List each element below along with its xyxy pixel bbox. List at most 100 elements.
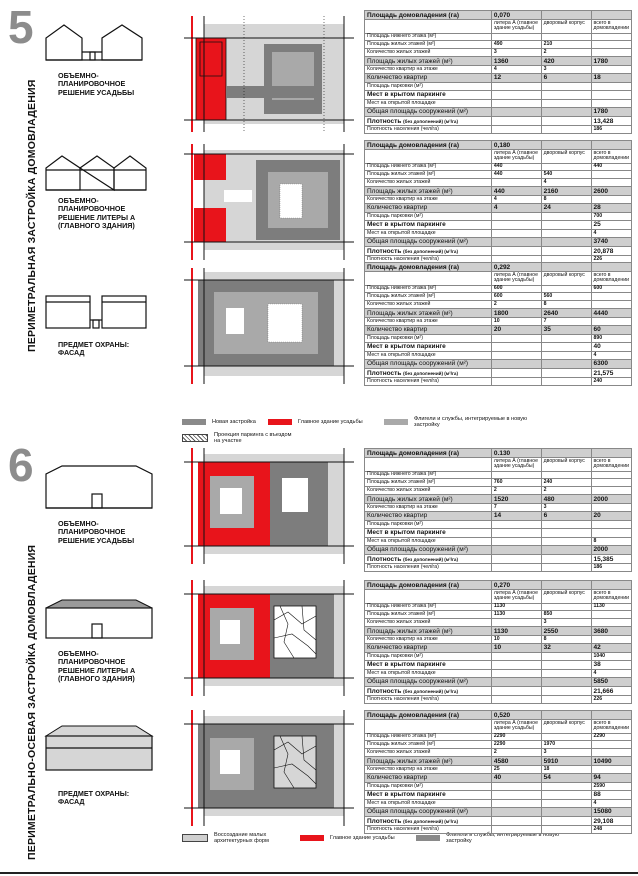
table-cell: Площадь жилых этажей (м²) — [364, 625, 492, 637]
table-cell: всего в домовладении — [590, 19, 633, 34]
table-cell — [540, 367, 592, 379]
table-label: Плотность — [367, 817, 402, 825]
table-cell: 42 — [590, 642, 633, 654]
table-cell: 420 — [540, 55, 592, 67]
table-cell: Мест в крытом паркинге — [364, 659, 492, 671]
table-cell — [490, 106, 542, 118]
table-cell — [590, 40, 633, 50]
table-cell — [590, 635, 633, 644]
table-cell: 3680 — [590, 625, 633, 637]
table-cell: 1130 — [590, 602, 633, 612]
table-cell: 5910 — [540, 755, 592, 767]
table-cell: Количество квартир — [364, 324, 492, 336]
table-cell: Общая площадь сооружений (м²) — [364, 544, 492, 556]
table-cell — [540, 579, 592, 591]
table-cell: Площадь парковки (м²) — [364, 82, 492, 91]
table-cell — [490, 115, 542, 127]
table-cell: 18 — [590, 72, 633, 84]
table-cell — [364, 149, 492, 164]
table-cell: 15,385 — [590, 553, 633, 565]
table-cell: Площадь парковки (м²) — [364, 652, 492, 661]
table-cell: Количество жилых этажей — [364, 486, 492, 495]
table-cell — [490, 537, 542, 546]
table-row: Общая площадь сооружений (м²)3740 — [364, 236, 633, 248]
table-row: литера А (главное здание усадьбы)дворовы… — [364, 271, 633, 286]
table-cell — [490, 815, 542, 827]
table-cell — [490, 82, 542, 91]
legend-label: Флигели и службы, интегрируемые в новую … — [414, 416, 528, 428]
table-cell: литера А (главное здание усадьбы) — [490, 149, 542, 164]
table-cell: 29,108 — [590, 815, 633, 827]
table-cell — [490, 659, 542, 671]
table-row: Плотность (без дополнений) (м²/га)21,575 — [364, 367, 633, 379]
table-cell — [590, 765, 633, 774]
table-cell — [540, 377, 592, 386]
table-cell: 3 — [540, 618, 592, 627]
table-cell: Площадь жилых этажей (м²) — [364, 755, 492, 767]
table-cell: 240 — [590, 377, 633, 386]
table-cell: 2 — [540, 486, 592, 495]
section-vertical-title: ПЕРИМЕТРАЛЬНО-ОСЕВАЯ ЗАСТРОЙКА ДОМОВЛАДЕ… — [26, 544, 38, 860]
panel-label: ПРЕДМЕТ ОХРАНЫ: ФАСАД — [58, 340, 130, 358]
panel-label: ОБЪЕМНО- ПЛАНИРОВОЧНОЕ РЕШЕНИЕ ЛИТЕРЫ А … — [58, 649, 136, 683]
table-cell: Площадь парковки (м²) — [364, 334, 492, 343]
table-cell: 2 — [540, 48, 592, 57]
table-cell: 0.130 — [490, 447, 542, 459]
table-cell — [490, 229, 542, 238]
table-cell: 5850 — [590, 676, 633, 688]
legend-label: Главное здание усадьбы — [298, 419, 363, 425]
table-cell: Количество квартир — [364, 202, 492, 214]
table-cell — [490, 789, 542, 801]
table-cell: 440 — [590, 162, 633, 172]
table-cell — [590, 520, 633, 529]
table-cell — [590, 618, 633, 627]
table-cell: 4 — [490, 202, 542, 214]
table-cell — [540, 245, 592, 257]
table-row: Общая площадь сооружений (м²)1780 — [364, 106, 633, 118]
table-cell — [540, 544, 592, 556]
table-cell: всего в домовладении — [590, 719, 633, 734]
table-note: (без дополнений) (м²/га) — [403, 818, 459, 824]
table-cell — [540, 695, 592, 704]
table-cell: 0,292 — [490, 261, 542, 273]
table-cell — [490, 806, 542, 818]
table-cell: Мест в крытом паркинге — [364, 89, 492, 101]
table-cell: 1970 — [540, 740, 592, 750]
section-number: 5 — [8, 1, 34, 53]
table-row: Площадь домовладения (га)0,070 — [364, 9, 633, 21]
table-cell: 8 — [590, 537, 633, 546]
facade-sketch — [45, 295, 147, 329]
table-cell: Общая площадь сооружений (м²) — [364, 106, 492, 118]
table-cell: 1520 — [490, 493, 542, 505]
table-cell — [490, 377, 542, 386]
table-cell — [540, 527, 592, 539]
facade-sketch — [45, 24, 143, 61]
table-cell — [590, 740, 633, 750]
table-cell: 210 — [540, 40, 592, 50]
table-cell: 440 — [490, 170, 542, 180]
table-cell — [590, 99, 633, 108]
table-cell — [490, 520, 542, 529]
table-cell: Площадь домовладения (га) — [364, 139, 492, 151]
table-cell — [590, 527, 633, 539]
table-cell: дворовый корпус — [540, 271, 592, 286]
facade-sketch — [45, 155, 147, 192]
table-cell: дворовый корпус — [540, 19, 592, 34]
table-cell: Общая площадь сооружений (м²) — [364, 236, 492, 248]
table-cell: 2 — [490, 486, 542, 495]
table-cell: 2160 — [540, 185, 592, 197]
